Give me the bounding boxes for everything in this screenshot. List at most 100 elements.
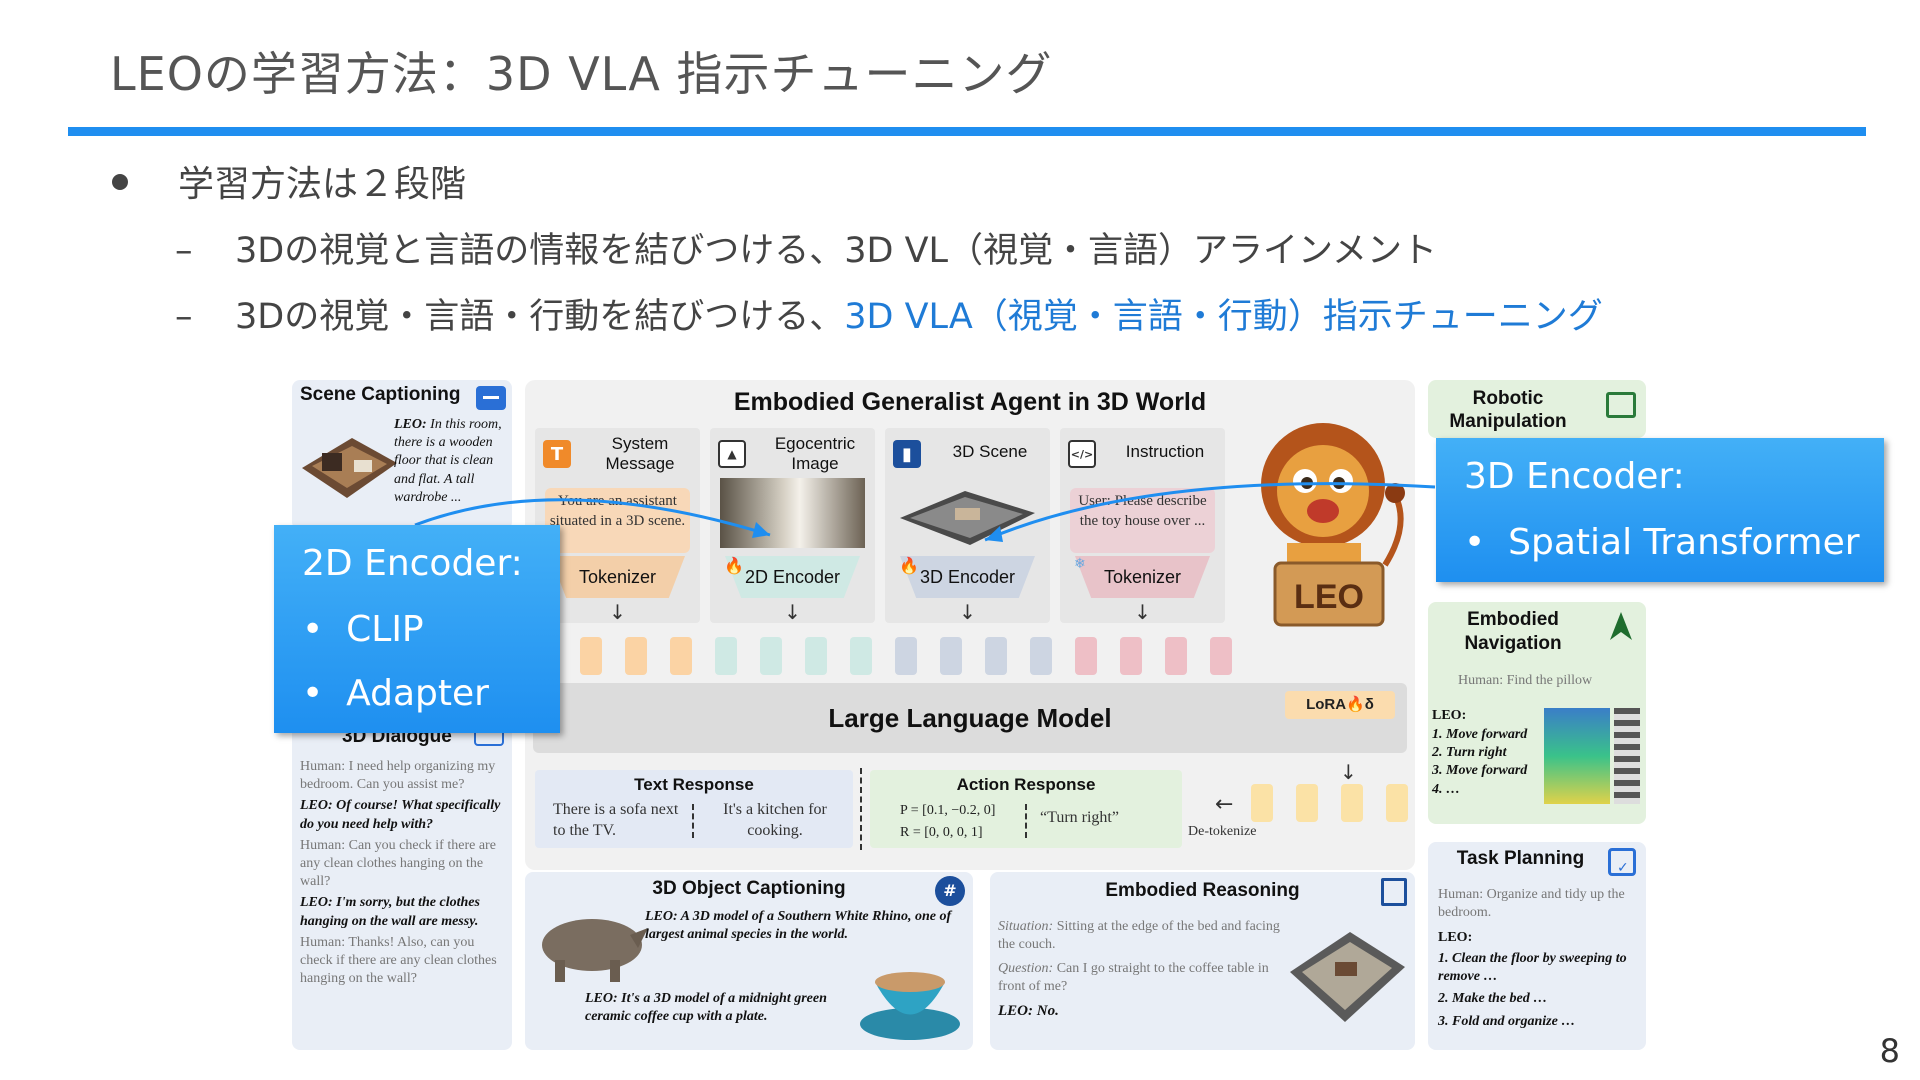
robotic-title: Robotic Manipulation	[1449, 388, 1567, 432]
encoder-2d-head: 2D Encoder:	[302, 543, 523, 584]
text-response-left: There is a sofa next to the TV.	[553, 801, 679, 839]
token-output	[1386, 784, 1408, 822]
room-3d-image	[1290, 932, 1405, 1022]
navigation-title: Embodied Navigation	[1464, 609, 1562, 654]
token-output	[1296, 784, 1318, 822]
tokenizer-label: Tokenizer	[1075, 556, 1210, 598]
hub-title: Embodied Generalist Agent in 3D World	[733, 388, 1207, 416]
navigation-step: 3. Move forward	[1432, 763, 1528, 779]
input-label: Egocentric Image	[774, 434, 856, 473]
encoder-2d-item: • Adapter	[302, 673, 489, 714]
navigation-map-image	[1544, 708, 1610, 804]
text-t-icon: T	[543, 440, 571, 468]
embodied-navigation-panel: Embodied Navigation Human: Find the pill…	[1428, 602, 1646, 824]
token-system	[625, 637, 647, 675]
task-planning-panel: Task Planning ✓ Human: Organize and tidy…	[1428, 842, 1646, 1050]
encoder-2d-item-text: CLIP	[346, 609, 424, 650]
task-planning-step: 2. Make the bed …	[1438, 991, 1548, 1007]
arrow-down-icon: ↓	[784, 600, 801, 624]
input-3d-scene: ▮ 3D Scene 3D Encoder 🔥 ↓	[885, 428, 1050, 624]
encoder-2d-callout: 2D Encoder: • CLIP • Adapter	[274, 525, 560, 733]
action-vectors: P = [0.1, −0.2, 0] R = [0, 0, 0, 1]	[900, 800, 995, 843]
navigation-robot-image	[1614, 708, 1640, 804]
token-system	[670, 637, 692, 675]
leo-label: LEO:	[394, 417, 427, 432]
task-planning-human: Human: Organize and tidy up the bedroom.	[1438, 887, 1625, 921]
dialogue-line: Human: I need help organizing my bedroom…	[300, 759, 496, 793]
action-response-title: Action Response	[956, 775, 1096, 794]
r-vector: R = [0, 0, 0, 1]	[900, 824, 983, 840]
scene-captioning-title: Scene Captioning	[300, 384, 461, 405]
dialogue-lines: Human: I need help organizing my bedroom…	[300, 758, 505, 991]
calendar-icon: ✓	[1608, 848, 1636, 876]
task-planning-steps: 1. Clean the floor by sweeping to remove…	[1438, 950, 1638, 1035]
dashed-divider	[692, 804, 694, 838]
bullet-main: 学習方法は２段階	[112, 155, 466, 207]
token-scene	[895, 637, 917, 675]
input-instruction: </> Instruction User: Please describe th…	[1060, 428, 1225, 624]
dialogue-line: LEO: Of course! What specifically do you…	[300, 798, 501, 832]
check-icon: ✓	[1617, 860, 1629, 876]
llm-block: Large Language Model LoRA🔥δ	[533, 683, 1407, 753]
dialogue-panel: 3D Dialogue Human: I need help organizin…	[292, 700, 512, 1050]
input-label: System Message	[605, 434, 675, 473]
navigation-step: 4. …	[1432, 781, 1460, 797]
navigation-leo-label: LEO:	[1432, 708, 1467, 723]
code-icon: </>	[1068, 440, 1096, 468]
coffee-cup-image	[860, 972, 960, 1040]
encoder-2d-label: 2D Encoder	[725, 556, 860, 598]
snowflake-icon: ❄	[1074, 556, 1086, 572]
reasoning-situation: Situation: Sitting at the edge of the be…	[998, 918, 1288, 954]
embodied-reasoning-title: Embodied Reasoning	[1105, 880, 1300, 901]
task-planning-leo-label: LEO:	[1438, 930, 1473, 945]
image-icon: ▲	[718, 440, 746, 468]
bullet-dot-icon	[112, 174, 128, 190]
caption-icon	[476, 386, 506, 410]
scene-captioning-panel: Scene Captioning LEO: In this room, ther…	[292, 380, 512, 530]
navigation-steps: 1. Move forward 2. Turn right 3. Move forw…	[1432, 726, 1552, 799]
dashed-divider	[1025, 804, 1027, 838]
arrow-down-icon: ↓	[1340, 760, 1357, 784]
object-caption-rhino: LEO: A 3D model of a Southern White Rhin…	[645, 909, 952, 943]
token-instruction	[1075, 637, 1097, 675]
flame-icon: 🔥	[724, 556, 744, 575]
encoder-2d-item: • CLIP	[302, 609, 424, 650]
task-planning-title: Task Planning	[1456, 848, 1585, 869]
detokenize-label: De-tokenize	[1188, 824, 1257, 839]
arrow-down-icon: ↓	[959, 600, 976, 624]
navigation-arrow-icon	[1610, 612, 1632, 640]
action-response-box: Action Response P = [0.1, −0.2, 0] R = […	[870, 770, 1182, 848]
hash-icon: #	[935, 876, 965, 906]
title-underline	[68, 127, 1866, 136]
bullet-sub-1-text: 3Dの視覚と言語の情報を結びつける、3D VL（視覚・言語）アラインメント	[235, 231, 1437, 271]
task-planning-step: 1. Clean the floor by sweeping to remove…	[1438, 951, 1627, 985]
room-scan-image	[302, 438, 397, 498]
slide-title: LEOの学習方法：3D VLA 指示チューニング	[110, 47, 1053, 101]
input-label: Instruction	[1125, 442, 1205, 461]
lora-badge: LoRA🔥δ	[1285, 691, 1395, 719]
scene-3d-image	[900, 491, 1035, 545]
token-system	[580, 637, 602, 675]
input-system-message: T System Message You are an assistant si…	[535, 428, 700, 624]
token-image	[805, 637, 827, 675]
token-instruction	[1210, 637, 1232, 675]
bullet-sub-2-highlight: 3D VLA（視覚・言語・行動）指示チューニング	[844, 297, 1603, 337]
scene-captioning-text: LEO: In this room, there is a wooden flo…	[394, 416, 510, 507]
encoder-3d-item-text: Spatial Transformer	[1508, 522, 1860, 563]
encoder-2d-item-text: Adapter	[346, 673, 489, 714]
object-caption-cup: LEO: It's a 3D model of a midnight green…	[585, 991, 827, 1025]
situation-text: Sitting at the edge of the bed and facin…	[998, 919, 1280, 953]
question-label: Question:	[998, 961, 1054, 976]
token-instruction	[1165, 637, 1187, 675]
flame-icon: 🔥	[899, 556, 919, 575]
encoder-3d-label: 3D Encoder	[900, 556, 1035, 598]
navigation-step: 2. Turn right	[1432, 745, 1507, 761]
encoder-3d-callout: 3D Encoder: • Spatial Transformer	[1436, 438, 1884, 582]
token-image	[715, 637, 737, 675]
navigation-step: 1. Move forward	[1432, 727, 1528, 742]
dialogue-line: Human: Can you check if there are any cl…	[300, 837, 496, 890]
task-planning-step: 3. Fold and organize …	[1438, 1013, 1576, 1029]
navigation-human: Human: Find the pillow	[1458, 673, 1593, 688]
p-vector: P = [0.1, −0.2, 0]	[900, 803, 996, 818]
